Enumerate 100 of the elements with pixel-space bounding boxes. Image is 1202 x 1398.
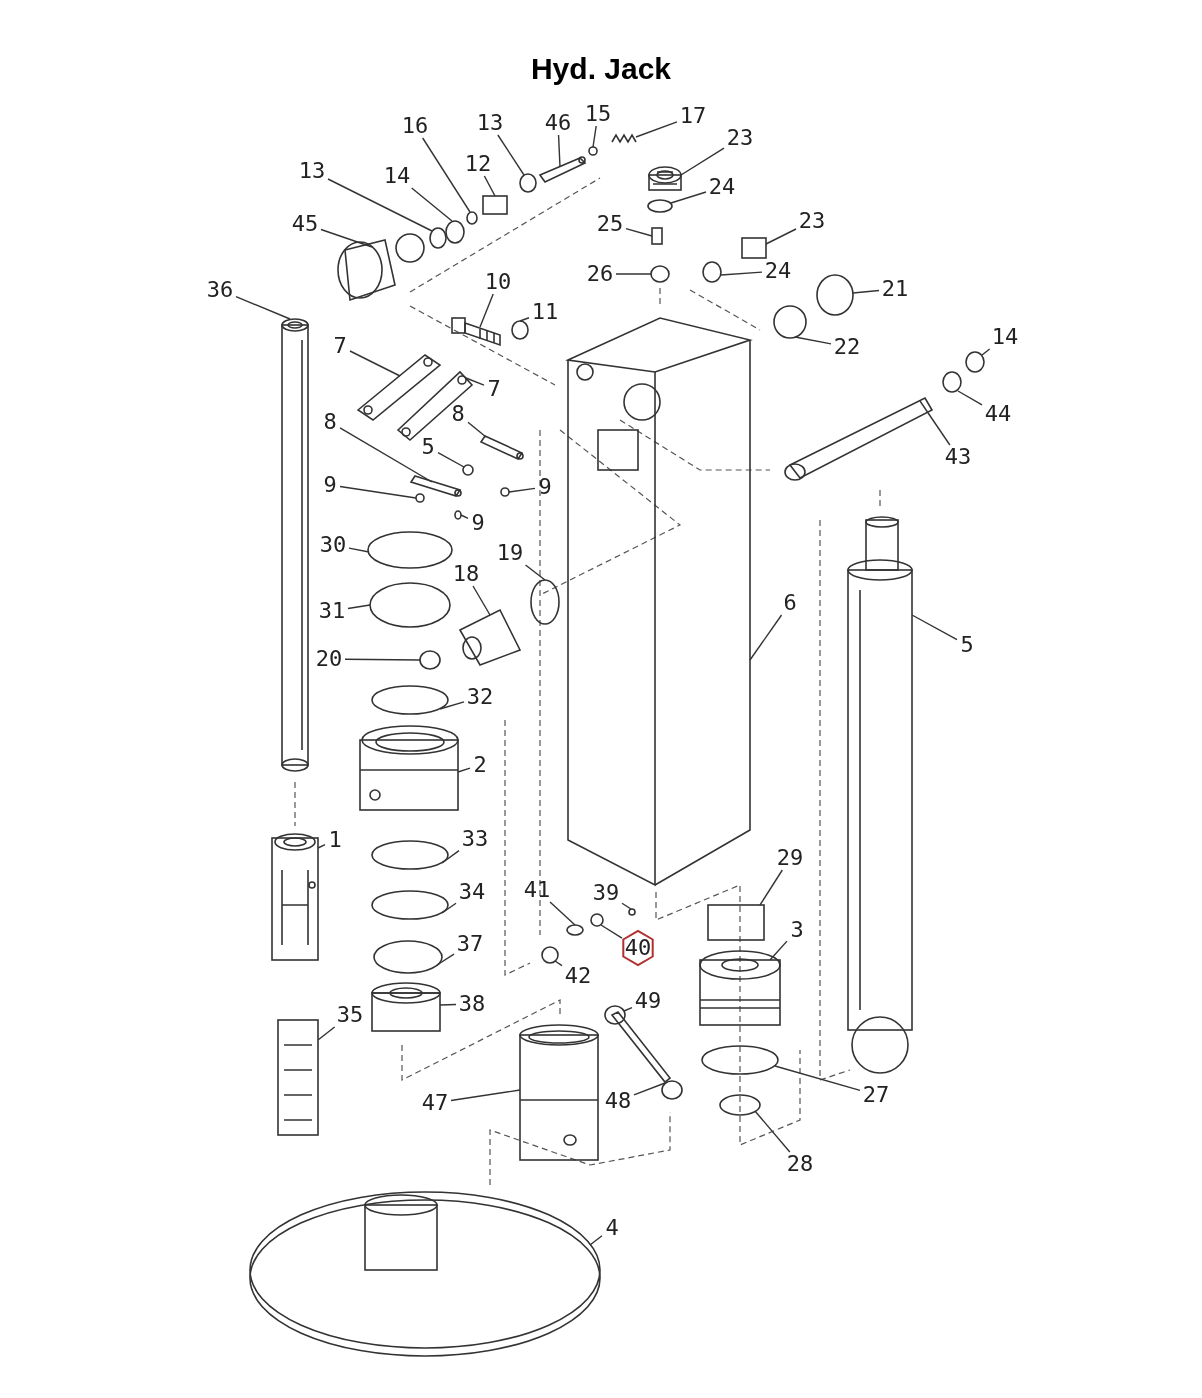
callout-number: 6 (780, 591, 800, 615)
callout-number: 25 (594, 212, 626, 236)
leader-line (317, 844, 326, 849)
ring-drawing (719, 1094, 761, 1116)
collar-drawing (699, 950, 781, 1026)
leader-line (497, 134, 525, 176)
leader-line (680, 147, 725, 176)
callout-number: 41 (521, 878, 553, 902)
bolt-drawing (451, 317, 501, 347)
leader-line (508, 487, 536, 493)
callout-number: 36 (204, 278, 236, 302)
leader-line (320, 228, 373, 248)
cap-drawing (648, 166, 682, 191)
callout-number: 2 (470, 753, 490, 777)
callout-number: 32 (464, 685, 496, 709)
leader-line (483, 175, 496, 197)
valve-spool-drawing (482, 195, 508, 215)
callout-number: 40 (622, 936, 654, 960)
leader-line (919, 400, 951, 446)
leader-line (769, 940, 788, 961)
leader-line (600, 924, 623, 939)
plug-drawing (741, 237, 767, 259)
snap-ring-drawing (373, 940, 443, 974)
leader-line (633, 1082, 666, 1096)
callout-number: 14 (989, 325, 1021, 349)
callout-number: 11 (529, 300, 561, 324)
leader-line (754, 1110, 791, 1153)
link-drawing (356, 354, 442, 421)
leader-line (436, 953, 455, 966)
pin-drawing (409, 475, 462, 497)
ball-drawing (590, 913, 604, 927)
callout-number: 27 (860, 1083, 892, 1107)
callout-number: 8 (448, 402, 468, 426)
ring-drawing (500, 487, 510, 497)
leader-line (460, 514, 469, 519)
leader-line (621, 902, 632, 910)
handle-socket-drawing (784, 396, 934, 481)
leader-line (794, 336, 832, 345)
callout-number: 1 (325, 828, 345, 852)
callout-number: 30 (317, 533, 349, 557)
leader-line (344, 658, 421, 661)
ring-drawing (445, 220, 465, 244)
callout-number: 21 (879, 277, 911, 301)
leader-line (765, 228, 797, 245)
callout-number: 23 (724, 126, 756, 150)
callout-number: 3 (787, 918, 807, 942)
callout-number: 38 (456, 992, 488, 1016)
callout-number: 22 (831, 335, 863, 359)
leader-line (589, 1235, 603, 1246)
leader-line (957, 390, 983, 406)
callout-number: 5 (418, 435, 438, 459)
ball-drawing (588, 146, 598, 156)
nut-drawing (707, 904, 765, 941)
leader-line (327, 178, 433, 232)
valve-drawing (651, 227, 663, 245)
callout-number: 31 (316, 599, 348, 623)
release-valve-drawing (337, 233, 425, 302)
callout-number: 14 (381, 164, 413, 188)
leader-line (457, 767, 471, 773)
leader-line (549, 901, 576, 926)
leader-line (439, 1003, 457, 1006)
callout-number: 13 (474, 111, 506, 135)
pin-drawing (538, 156, 587, 183)
ring-drawing (371, 890, 449, 920)
ring-drawing (454, 510, 462, 520)
ring-drawing (367, 531, 453, 569)
pump-housing-drawing (271, 833, 319, 961)
ring-drawing (369, 582, 451, 628)
ball-drawing (628, 908, 636, 916)
leader-line (339, 485, 417, 499)
ring-drawing (530, 579, 560, 625)
ring-drawing (773, 305, 807, 339)
callout-number: 42 (562, 964, 594, 988)
leader-line (410, 187, 453, 222)
callout-number: 20 (313, 647, 345, 671)
callout-number: 26 (584, 262, 616, 286)
leader-line (557, 134, 561, 168)
leader-line (670, 191, 707, 204)
ring-drawing (519, 173, 537, 193)
callout-number: 10 (482, 270, 514, 294)
callout-number: 37 (454, 932, 486, 956)
callout-number: 7 (330, 334, 350, 358)
callout-number: 5 (957, 633, 977, 657)
callout-number: 8 (320, 410, 340, 434)
callout-number: 48 (602, 1089, 634, 1113)
callout-number: 4 (602, 1216, 622, 1240)
ring-drawing (415, 493, 425, 503)
leader-line (439, 701, 465, 710)
leader-line (524, 564, 546, 581)
ring-drawing (371, 685, 449, 715)
leader-line (479, 293, 494, 328)
spring-drawing (566, 924, 584, 936)
nut-drawing (458, 608, 522, 666)
callout-number: 18 (450, 562, 482, 586)
base-plate-drawing (249, 1191, 601, 1357)
callout-number: 16 (399, 114, 431, 138)
callout-number: 17 (677, 104, 709, 128)
leader-line (720, 271, 763, 276)
callout-number: 24 (762, 259, 794, 283)
ring-drawing (511, 320, 529, 340)
